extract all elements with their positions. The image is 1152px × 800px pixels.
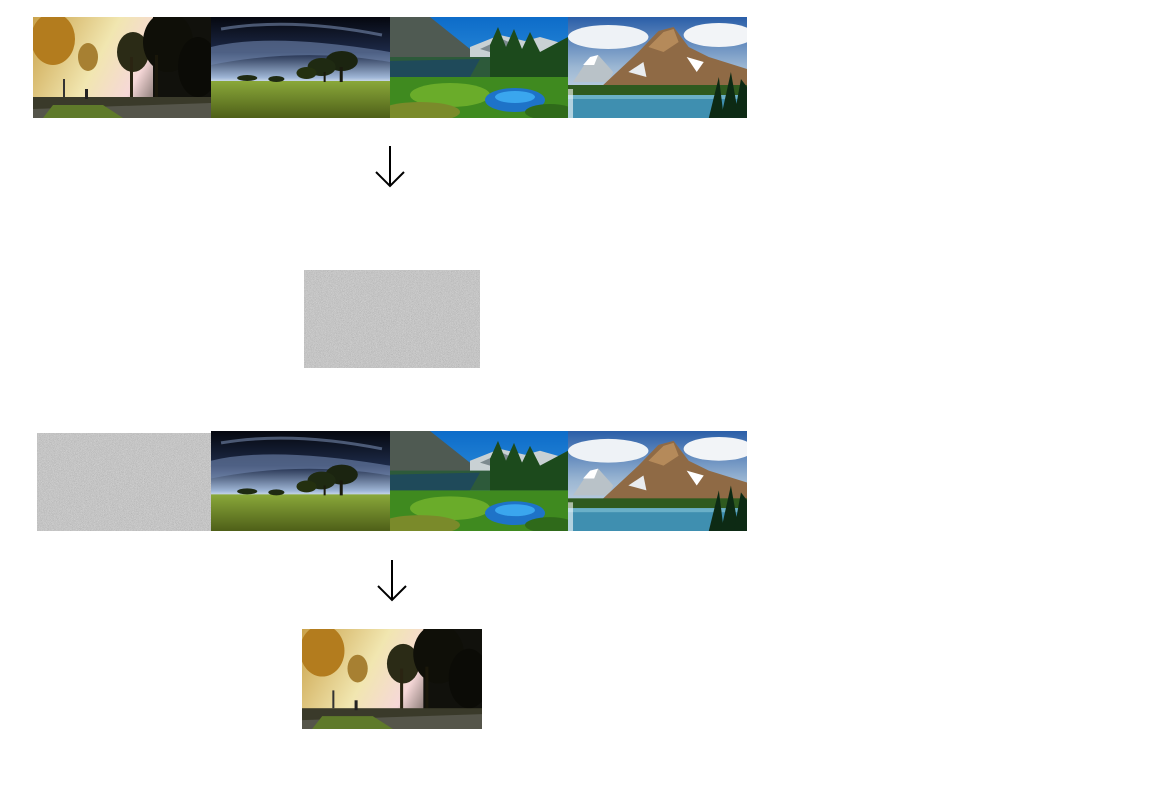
row3-tile-noise — [37, 433, 211, 531]
down-arrow-icon — [377, 560, 407, 602]
row1-tile-mountain-lake — [390, 17, 568, 118]
row1-tile-lone-tree-field — [211, 17, 390, 118]
row3-tile-lone-tree-field — [211, 431, 390, 531]
row1-tile-rocky-peak — [568, 17, 747, 118]
down-arrow-icon — [375, 146, 405, 188]
row1-tile-autumn-road — [33, 17, 211, 118]
row3-tile-mountain-lake — [390, 431, 568, 531]
result-tile-autumn-road — [302, 629, 482, 729]
row3-tile-rocky-peak — [568, 431, 747, 531]
noise-tile — [304, 270, 480, 368]
